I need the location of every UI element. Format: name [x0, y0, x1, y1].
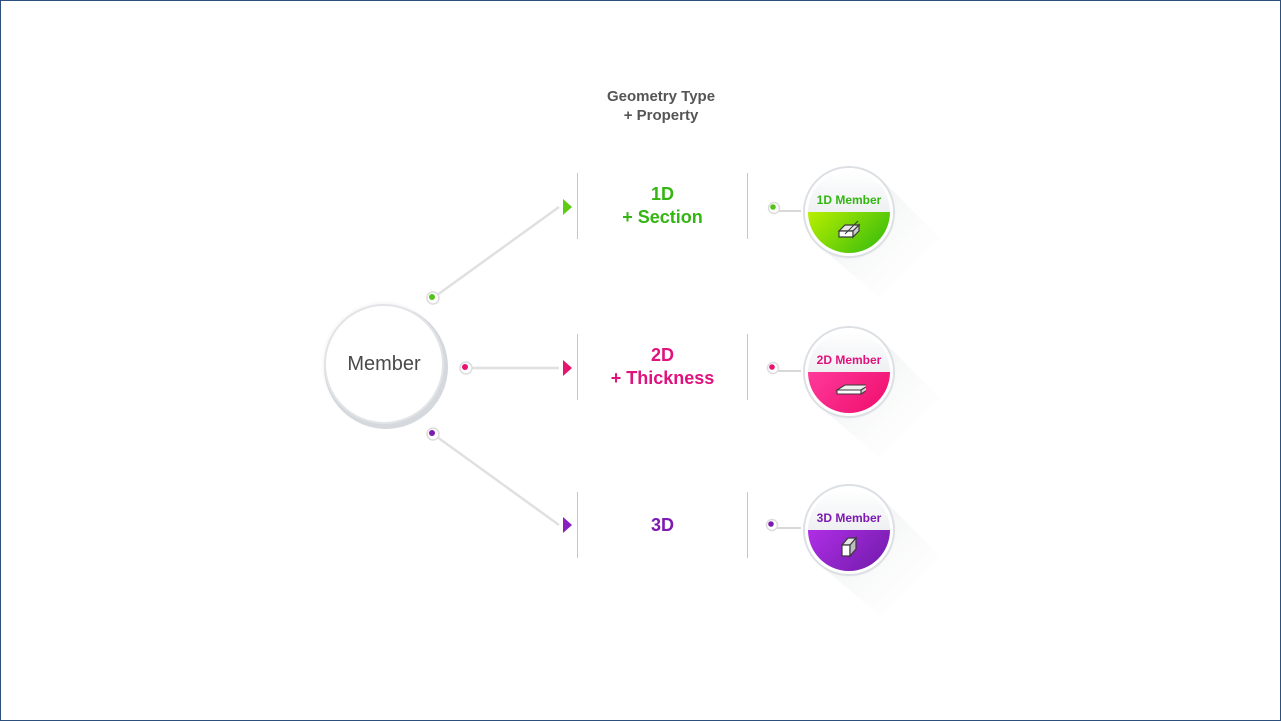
badge-1d-label: 1D Member	[816, 193, 882, 207]
connector-dot-3d	[426, 427, 440, 441]
arrow-3d	[563, 517, 572, 533]
header-line-2: + Property	[623, 107, 699, 124]
type-box-1d: 1D + Section	[577, 173, 748, 239]
type-box-3d: 3D	[577, 492, 748, 558]
type-box-2d: 2D + Thickness	[577, 334, 748, 400]
connector-dot-1d	[426, 291, 440, 305]
connector-3d	[432, 432, 560, 527]
solid-block-icon	[840, 536, 858, 558]
type-1d-line-2: + Section	[622, 207, 703, 227]
plate-icon	[835, 384, 866, 395]
badge-3d-member: 3D Member	[805, 486, 893, 574]
type-2d-line-1: 2D	[650, 345, 674, 365]
connector-1d	[432, 205, 560, 300]
badge-dot-1d	[767, 201, 781, 215]
beam-section-icon	[837, 220, 861, 239]
type-3d-line-1: 3D	[650, 514, 674, 535]
connector-dot-2d	[459, 361, 473, 375]
arrow-2d	[563, 360, 572, 376]
header-line-1: Geometry Type	[606, 88, 716, 105]
diagram-header: Geometry Type + Property	[561, 87, 761, 125]
type-1d-line-1: 1D	[650, 184, 674, 204]
member-node: Member	[324, 304, 444, 424]
badge-1d-member: 1D Member	[805, 168, 893, 256]
type-2d-line-2: + Thickness	[610, 368, 715, 388]
badge-2d-member: 2D Member	[805, 328, 893, 416]
arrow-1d	[563, 199, 572, 215]
badge-dot-3d	[765, 518, 779, 532]
badge-3d-label: 3D Member	[816, 511, 882, 525]
badge-2d-label: 2D Member	[816, 353, 882, 367]
member-label: Member	[347, 352, 421, 375]
badge-dot-2d	[766, 361, 780, 375]
